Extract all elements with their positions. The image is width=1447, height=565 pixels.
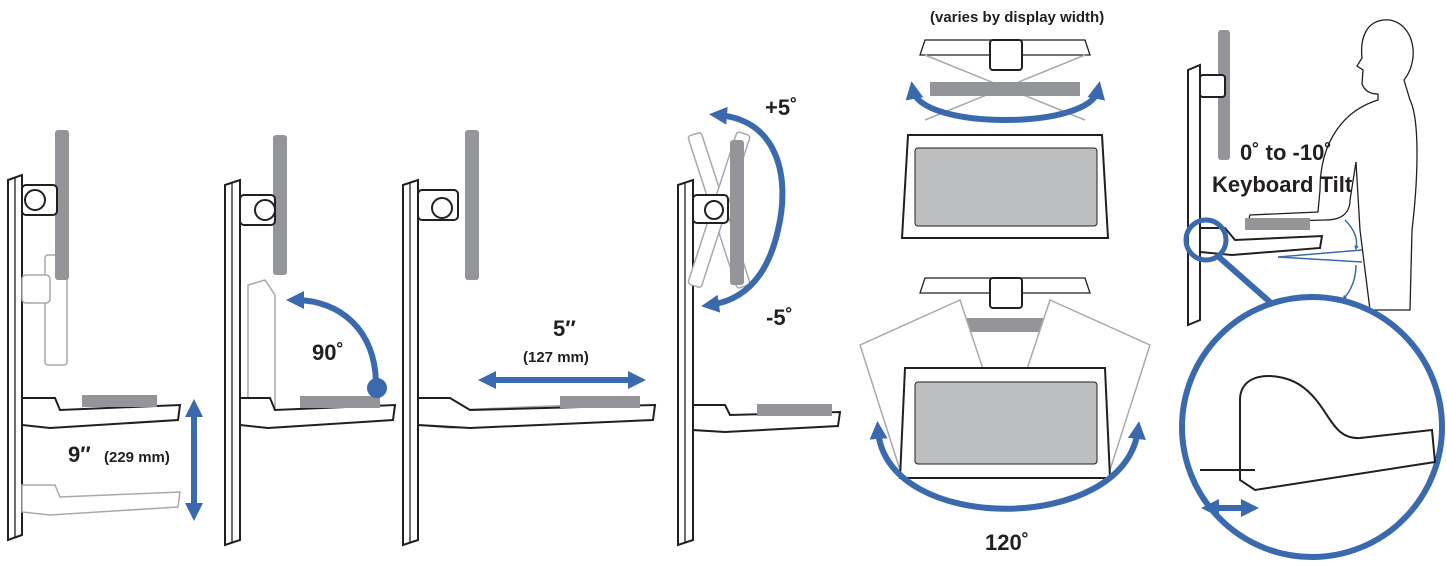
depth-panel: 5″ (127 mm) bbox=[402, 130, 657, 547]
keyboard-swivel-arrow bbox=[869, 421, 1146, 512]
wall-column bbox=[1187, 63, 1201, 327]
height-label-metric: (229 mm) bbox=[104, 449, 170, 466]
keyboard-tray bbox=[239, 397, 397, 430]
keyboard-tilt-label: Keyboard Tilt bbox=[1212, 172, 1353, 197]
ghost-folded-tray bbox=[247, 279, 276, 411]
monitor bbox=[273, 135, 287, 275]
display-swivel-arrow bbox=[905, 81, 1106, 123]
tilt-panel: +5˚ -5˚ bbox=[677, 95, 842, 547]
rotation-arrow bbox=[286, 291, 379, 388]
detail-highlight bbox=[1183, 217, 1229, 263]
keyboard-tray bbox=[692, 404, 842, 434]
keyboard-tilt-panel: 0˚ to -10˚ Keyboard Tilt bbox=[1179, 19, 1445, 560]
display-top-view bbox=[930, 82, 1080, 96]
keyboard-tray bbox=[417, 397, 657, 430]
keyboard-tray bbox=[1199, 227, 1324, 257]
tray-handle-detail bbox=[1239, 375, 1437, 492]
depth-label-metric: (127 mm) bbox=[523, 349, 589, 366]
keyboard bbox=[560, 396, 640, 408]
keyboard-tray bbox=[21, 397, 182, 430]
keyboard bbox=[82, 395, 157, 407]
height-label: 9″ bbox=[68, 442, 91, 467]
swivel-note: (varies by display width) bbox=[930, 9, 1104, 26]
keyboard-tilt-range-label: 0˚ to -10˚ bbox=[1240, 140, 1332, 165]
ghost-keyboard-tray bbox=[21, 484, 181, 516]
height-adjustment-panel: 9″ (229 mm) bbox=[7, 130, 203, 542]
monitor bbox=[465, 130, 479, 280]
keyboard bbox=[1245, 218, 1310, 230]
tilt-up-label: +5˚ bbox=[765, 95, 797, 120]
monitor bbox=[730, 140, 744, 285]
keyboard bbox=[300, 396, 380, 408]
keyboard bbox=[757, 404, 832, 416]
swivel-angle-label: 120˚ bbox=[985, 530, 1029, 555]
monitor bbox=[55, 130, 69, 280]
depth-label: 5″ bbox=[553, 316, 576, 341]
swivel-panel: (varies by display width) 120˚ bbox=[859, 9, 1151, 555]
tilt-arrow bbox=[701, 106, 786, 313]
monitor-arm bbox=[1199, 74, 1226, 98]
rotation-label: 90˚ bbox=[312, 340, 344, 365]
tilt-down-label: -5˚ bbox=[766, 305, 793, 330]
rotation-panel: 90˚ bbox=[224, 135, 397, 547]
